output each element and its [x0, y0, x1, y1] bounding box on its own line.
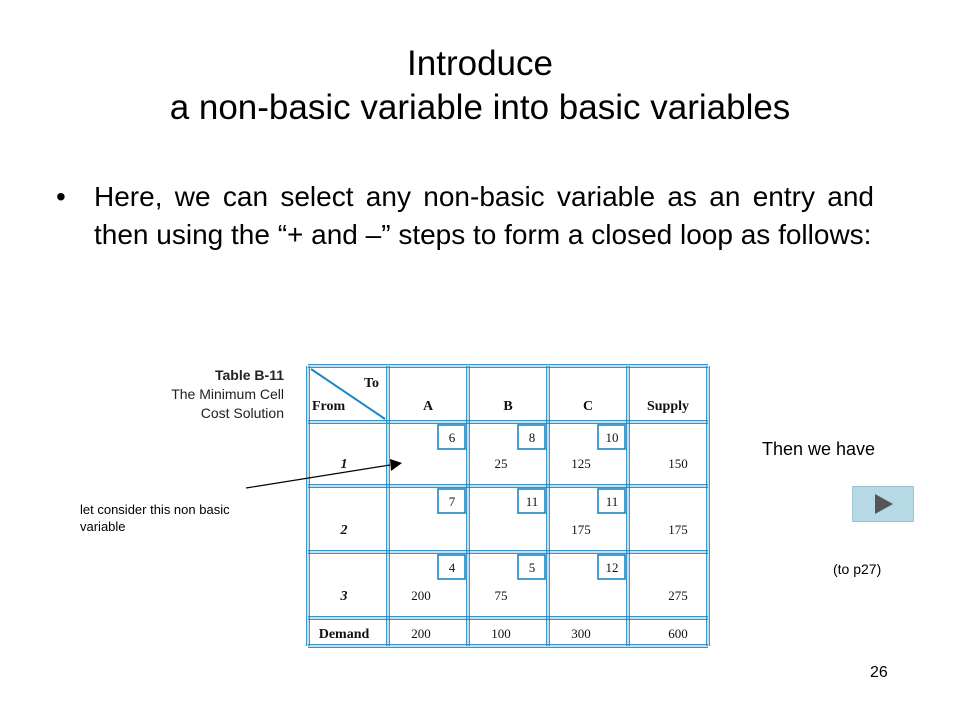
supply-value: 150	[668, 456, 688, 471]
then-we-have-label: Then we have	[762, 439, 876, 459]
row-label-2: 2	[340, 523, 348, 538]
table-caption-line-2: The Minimum Cell	[171, 386, 284, 402]
cost-box-r2-c0	[437, 488, 466, 514]
cost-box-r3-c1	[517, 554, 546, 580]
column-header-supply: Supply	[647, 399, 689, 414]
title-line-2: a non-basic variable into basic variable…	[169, 88, 791, 127]
cost-box-r1-c1	[517, 424, 546, 450]
row-label-1: 1	[341, 457, 348, 472]
next-slide-button[interactable]	[852, 486, 914, 522]
demand-value: 200	[411, 626, 431, 641]
column-header-a: A	[423, 399, 434, 414]
demand-label: Demand	[319, 627, 370, 642]
annotation-note: let consider this non basic variable	[80, 502, 230, 534]
allocation-value: 200	[411, 588, 431, 603]
cost-value: 10	[606, 430, 619, 445]
slide-number: 26	[870, 664, 888, 681]
supply-value: 275	[668, 588, 688, 603]
corner-to-label: To	[364, 376, 379, 391]
total-value: 600	[668, 626, 688, 641]
cost-value: 11	[606, 494, 619, 509]
to-p27-link[interactable]: (to p27)	[833, 561, 882, 577]
cost-value: 4	[449, 560, 456, 575]
demand-value: 100	[491, 626, 511, 641]
cost-box-r2-c2	[597, 488, 626, 514]
table-caption: Table B-11 The Minimum Cell Cost Solutio…	[150, 366, 284, 423]
allocation-value: 25	[495, 456, 508, 471]
table-caption-line-3: Cost Solution	[200, 405, 284, 421]
allocation-value: 75	[495, 588, 508, 603]
column-header-b: B	[503, 399, 512, 414]
cost-box-r3-c0	[437, 554, 466, 580]
cost-value: 8	[529, 430, 536, 445]
cost-box-r1-c2	[597, 424, 626, 450]
demand-value: 300	[571, 626, 591, 641]
cost-value: 6	[449, 430, 456, 445]
slide-title: Introduce a non-basic variable into basi…	[0, 42, 960, 130]
column-header-c: C	[583, 399, 593, 414]
cost-box-r2-c1	[517, 488, 546, 514]
bullet-text: Here, we can select any non-basic variab…	[94, 181, 874, 250]
cost-box-r3-c2	[597, 554, 626, 580]
cost-value: 12	[606, 560, 619, 575]
supply-value: 175	[668, 522, 688, 537]
row-label-3: 3	[340, 589, 348, 604]
cost-value: 5	[529, 560, 536, 575]
corner-diagonal	[310, 368, 386, 420]
title-line-1: Introduce	[407, 44, 553, 83]
cost-box-r1-c0	[437, 424, 466, 450]
table-caption-title: Table B-11	[215, 367, 284, 383]
bullet-symbol: •	[56, 181, 66, 212]
allocation-value: 175	[571, 522, 591, 537]
corner-from-label: From	[312, 399, 346, 414]
play-triangle-icon	[875, 494, 893, 514]
cost-value: 7	[449, 494, 456, 509]
cost-value: 11	[526, 494, 539, 509]
allocation-value: 125	[571, 456, 591, 471]
